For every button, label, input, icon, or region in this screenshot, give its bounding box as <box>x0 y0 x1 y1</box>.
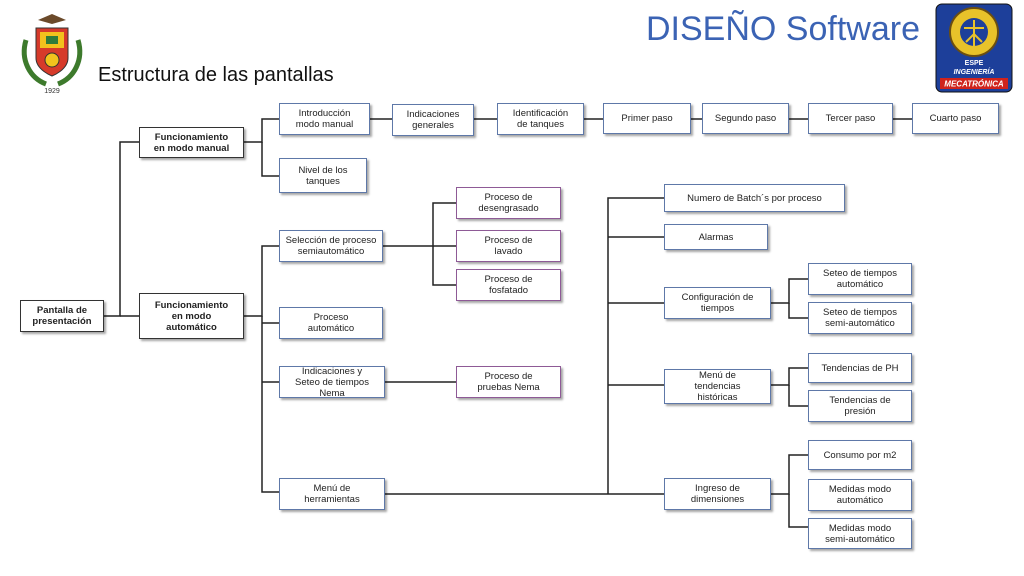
node-funcionamiento-automatico: Funcionamiento en modo automático <box>139 293 244 339</box>
node-funcionamiento-manual: Funcionamiento en modo manual <box>139 127 244 158</box>
node-segundo-paso: Segundo paso <box>702 103 789 134</box>
node-seteo-tiempos-automatico: Seteo de tiempos automático <box>808 263 912 295</box>
espe-mecatronica-logo: ESPE INGENIERÍA MECATRÓNICA <box>935 3 1013 93</box>
node-identificacion-tanques: Identificación de tanques <box>497 103 584 135</box>
node-consumo-m2: Consumo por m2 <box>808 440 912 470</box>
node-indicaciones-generales: Indicaciones generales <box>392 104 474 136</box>
page-title: DISEÑO Software <box>646 10 920 48</box>
node-primer-paso: Primer paso <box>603 103 691 134</box>
node-proceso-fosfatado: Proceso de fosfatado <box>456 269 561 301</box>
logo-text-ingenieria: INGENIERÍA <box>954 67 995 76</box>
node-configuracion-tiempos: Configuración de tiempos <box>664 287 771 319</box>
node-medidas-automatico: Medidas modo automático <box>808 479 912 511</box>
logo-text-espe: ESPE <box>965 60 984 67</box>
node-cuarto-paso: Cuarto paso <box>912 103 999 134</box>
coat-of-arms-logo: 1929 <box>21 14 83 95</box>
node-seleccion-proceso: Selección de proceso semiautomático <box>279 230 383 262</box>
node-tendencias-presion: Tendencias de presión <box>808 390 912 422</box>
page-subtitle: Estructura de las pantallas <box>98 64 334 86</box>
node-alarmas: Alarmas <box>664 224 768 250</box>
node-seteo-tiempos-semiautomatico: Seteo de tiempos semi-automático <box>808 302 912 334</box>
node-menu-tendencias: Menú de tendencias históricas <box>664 369 771 404</box>
node-menu-herramientas: Menú de herramientas <box>279 478 385 510</box>
node-tercer-paso: Tercer paso <box>808 103 893 134</box>
node-introduccion-modo-manual: Introducción modo manual <box>279 103 370 135</box>
svg-text:1929: 1929 <box>44 88 60 95</box>
node-medidas-semiautomatico: Medidas modo semi-automático <box>808 518 912 549</box>
node-indicaciones-seteo-nema: Indicaciones y Seteo de tiempos Nema <box>279 366 385 399</box>
node-proceso-desengrasado: Proceso de desengrasado <box>456 187 561 219</box>
logo-text-mecatronica: MECATRÓNICA <box>944 80 1004 89</box>
node-nivel-tanques: Nivel de los tanques <box>279 158 367 193</box>
node-numero-batch: Numero de Batch´s por proceso <box>664 184 845 212</box>
node-tendencias-ph: Tendencias de PH <box>808 353 912 383</box>
node-pruebas-nema: Proceso de pruebas Nema <box>456 366 561 398</box>
node-pantalla-presentacion: Pantalla de presentación <box>20 300 104 332</box>
node-proceso-lavado: Proceso de lavado <box>456 230 561 262</box>
node-proceso-automatico: Proceso automático <box>279 307 383 339</box>
node-ingreso-dimensiones: Ingreso de dimensiones <box>664 478 771 510</box>
